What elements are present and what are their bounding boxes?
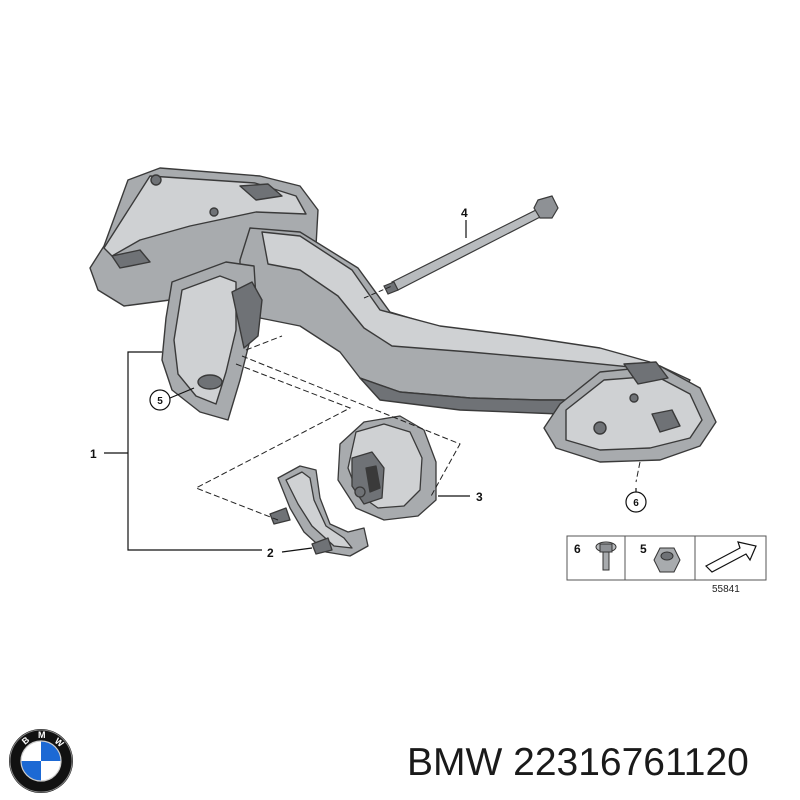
legend-label-6: 6 xyxy=(574,542,581,556)
bolt-axis-dash xyxy=(363,285,393,299)
callout-1: 1 xyxy=(90,447,97,461)
callout-4: 4 xyxy=(461,206,468,220)
rubber-mount xyxy=(337,415,437,521)
axle-carrier-crossmember xyxy=(89,167,717,463)
svg-text:M: M xyxy=(38,730,46,740)
leader-lines xyxy=(104,220,637,553)
hardware-legend: 6 5 xyxy=(566,535,767,581)
callout-2: 2 xyxy=(267,546,274,560)
part-caption: BMW 22316761120 xyxy=(407,741,749,784)
direction-arrow-icon xyxy=(705,541,757,573)
legend-label-5: 5 xyxy=(640,542,647,556)
callout-6-circle: 6 xyxy=(625,491,647,513)
bmw-logo: B M W xyxy=(9,729,73,793)
hex-nut-icon xyxy=(653,547,681,573)
callout-3: 3 xyxy=(476,490,483,504)
assembly-dashed-lines xyxy=(194,335,641,521)
flange-bolt-icon xyxy=(595,541,617,571)
svg-text:B: B xyxy=(20,734,32,746)
buffer-bracket xyxy=(269,465,369,557)
long-bolt xyxy=(383,195,559,295)
callout-5: 5 xyxy=(157,396,163,407)
callout-5-circle: 5 xyxy=(149,389,171,411)
callout-6: 6 xyxy=(633,498,639,509)
diagram-reference-number: 55841 xyxy=(712,584,740,595)
